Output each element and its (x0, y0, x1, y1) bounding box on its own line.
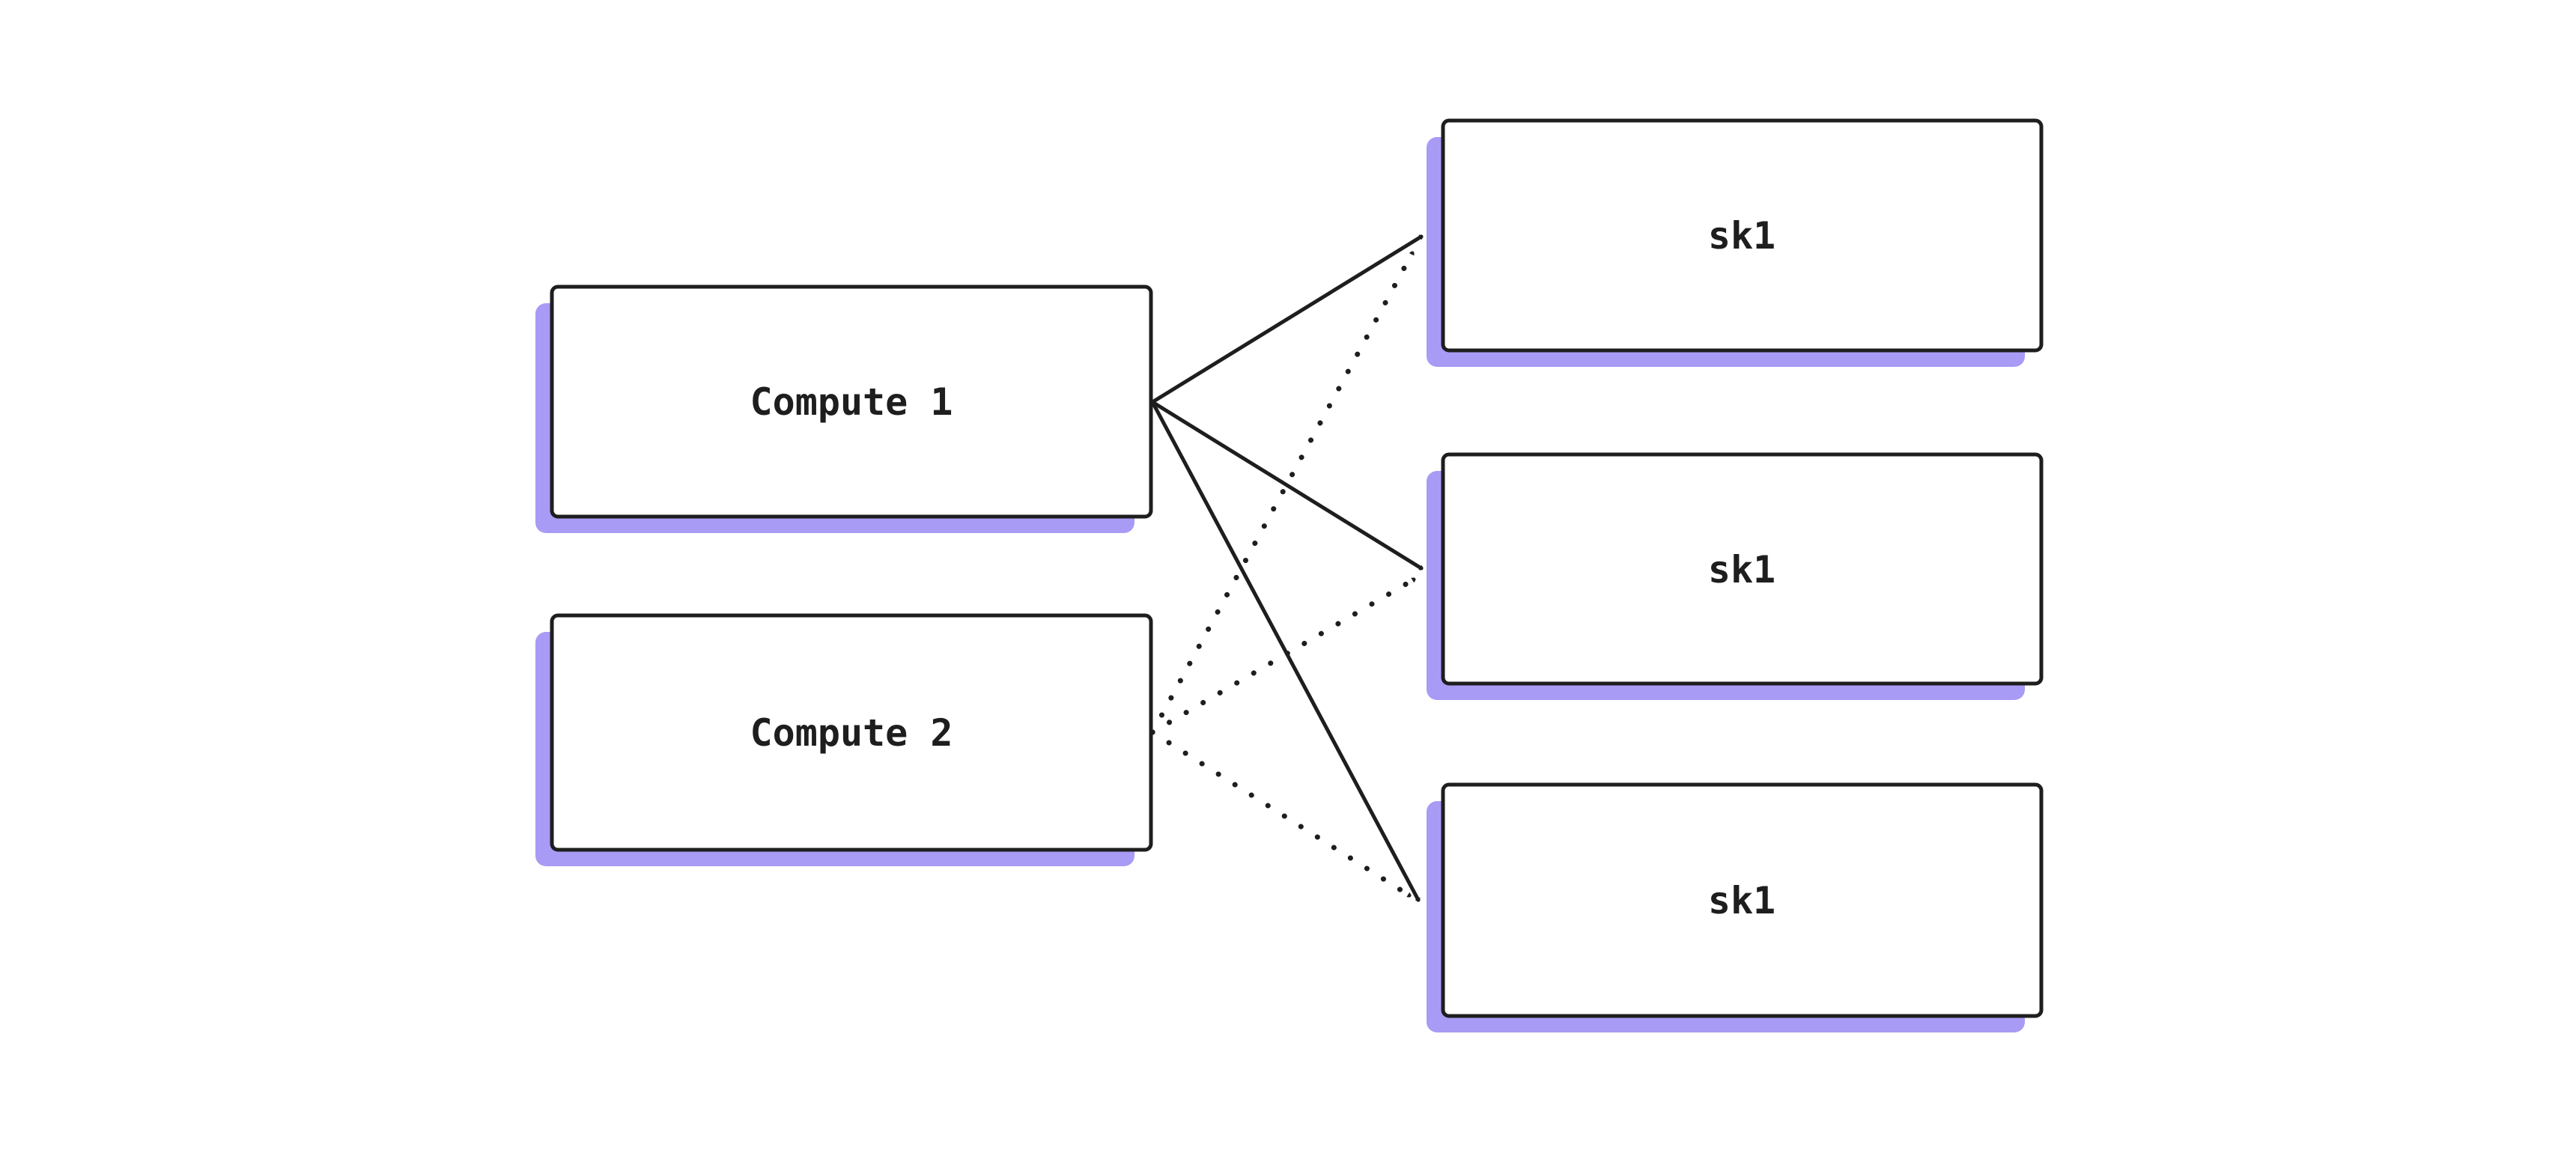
sk1-bottom-node (1441, 782, 2044, 1018)
node-labels: Compute 1 Compute 2 sk1 sk1 sk1 (750, 214, 1776, 922)
edges (1149, 234, 1424, 902)
edge-compute1-to-sk1-middle (1150, 400, 1424, 571)
sk1-bottom-label: sk1 (1708, 879, 1775, 922)
sk1-middle-label: sk1 (1708, 548, 1775, 591)
compute2-label: Compute 2 (750, 711, 953, 755)
compute1-node (550, 285, 1153, 519)
compute1-label: Compute 1 (750, 380, 953, 424)
edge-compute2-to-sk1-top (1149, 250, 1415, 735)
edge-compute1-to-sk1-bottom (1150, 400, 1421, 902)
edge-compute2-to-sk1-middle (1149, 576, 1417, 735)
nodes (550, 118, 2044, 1018)
edge-compute2-to-sk1-bottom (1149, 729, 1412, 898)
compute2-node (550, 613, 1153, 852)
sk1-middle-node (1441, 452, 2044, 686)
edge-compute1-to-sk1-top (1150, 234, 1424, 404)
sk1-top-label: sk1 (1708, 214, 1775, 258)
sk1-top-node (1441, 118, 2044, 353)
